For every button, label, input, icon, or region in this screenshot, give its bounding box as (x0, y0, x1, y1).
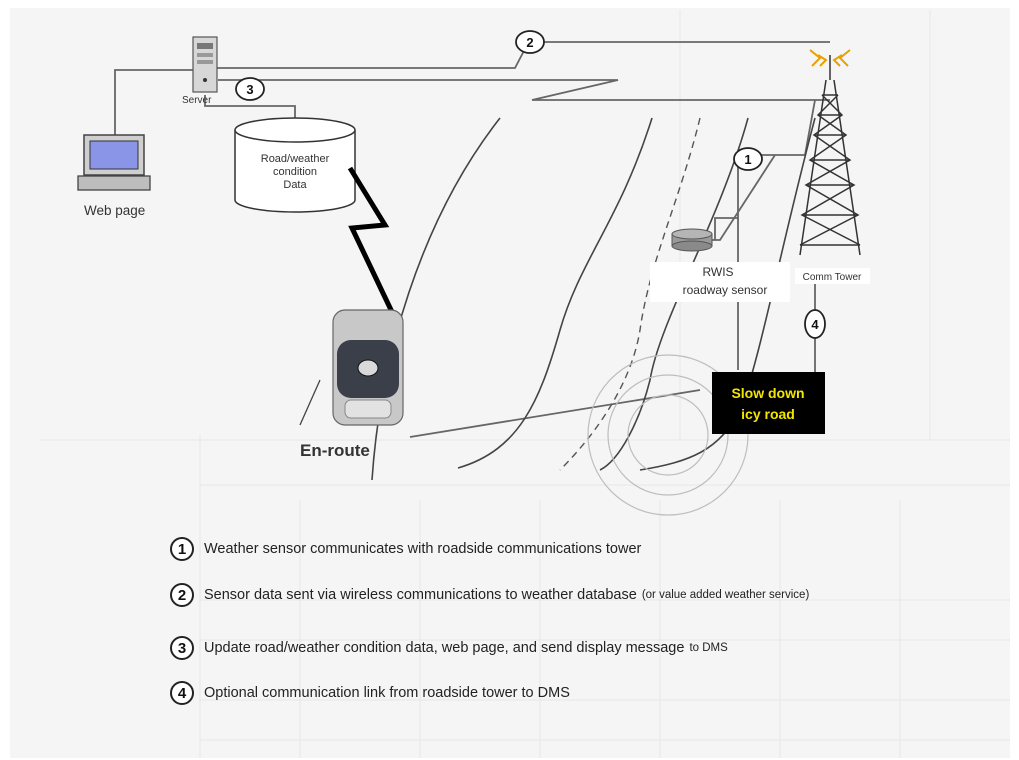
legend-text-3: Update road/weather condition data, web … (204, 640, 685, 656)
marker-1: 1 (733, 147, 763, 171)
legend-item-1: 1 Weather sensor communicates with roads… (170, 535, 641, 563)
legend-badge-2: 2 (170, 583, 194, 607)
rwis-label-line1: RWIS (702, 265, 733, 279)
svg-text:3: 3 (246, 82, 253, 97)
legend-item-3: 3 Update road/weather condition data, we… (170, 634, 728, 662)
legend-badge-4: 4 (170, 681, 194, 705)
cell-phone-icon[interactable] (332, 309, 404, 426)
database-label-line2: condition (273, 166, 317, 178)
comm-tower-icon[interactable] (799, 55, 861, 256)
legend-small-2: (or value added weather service) (641, 589, 810, 601)
connection-lines (114, 41, 830, 438)
marker-3: 3 (235, 77, 265, 101)
legend-text-4: Optional communication link from roadsid… (204, 685, 570, 701)
tower-signal-icon (809, 49, 851, 67)
dms-line2: icy road (741, 406, 795, 422)
svg-text:1: 1 (744, 152, 751, 167)
road-dashed-center (559, 117, 701, 471)
dms-line1: Slow down (731, 385, 804, 401)
database-label-line3: Data (283, 179, 307, 191)
computer-icon[interactable] (77, 134, 151, 191)
legend-small-3: to DMS (689, 642, 728, 654)
legend-item-2: 2 Sensor data sent via wireless communic… (170, 581, 809, 609)
dms-sign[interactable] (712, 372, 825, 434)
comm-tower-label-box (795, 268, 870, 284)
marker-2: 2 (515, 30, 545, 54)
lightning-icon (347, 166, 395, 314)
server-icon[interactable] (192, 36, 218, 93)
comm-tower-label: Comm Tower (803, 272, 862, 283)
en-route-label: En-route (300, 441, 370, 460)
rwis-label-line2: roadway sensor (683, 283, 768, 297)
svg-text:4: 4 (811, 317, 819, 332)
marker-4: 4 (804, 309, 826, 339)
svg-text:2: 2 (526, 35, 533, 50)
legend-badge-1: 1 (170, 537, 194, 561)
legend-text-2: Sensor data sent via wireless communicat… (204, 587, 637, 603)
en-route-pointer (299, 379, 321, 426)
broadcast-rings (587, 354, 749, 516)
rwis-sensor-icon[interactable] (671, 228, 713, 252)
rwis-label-box (650, 262, 790, 302)
server-label: Server (182, 95, 212, 106)
legend-text-1: Weather sensor communicates with roadsid… (204, 541, 642, 557)
web-page-label: Web page (84, 203, 145, 218)
legend-badge-3: 3 (170, 636, 194, 660)
legend-item-4: 4 Optional communication link from roads… (170, 679, 570, 707)
database-icon[interactable] (234, 117, 356, 213)
database-label-line1: Road/weather (261, 153, 330, 165)
